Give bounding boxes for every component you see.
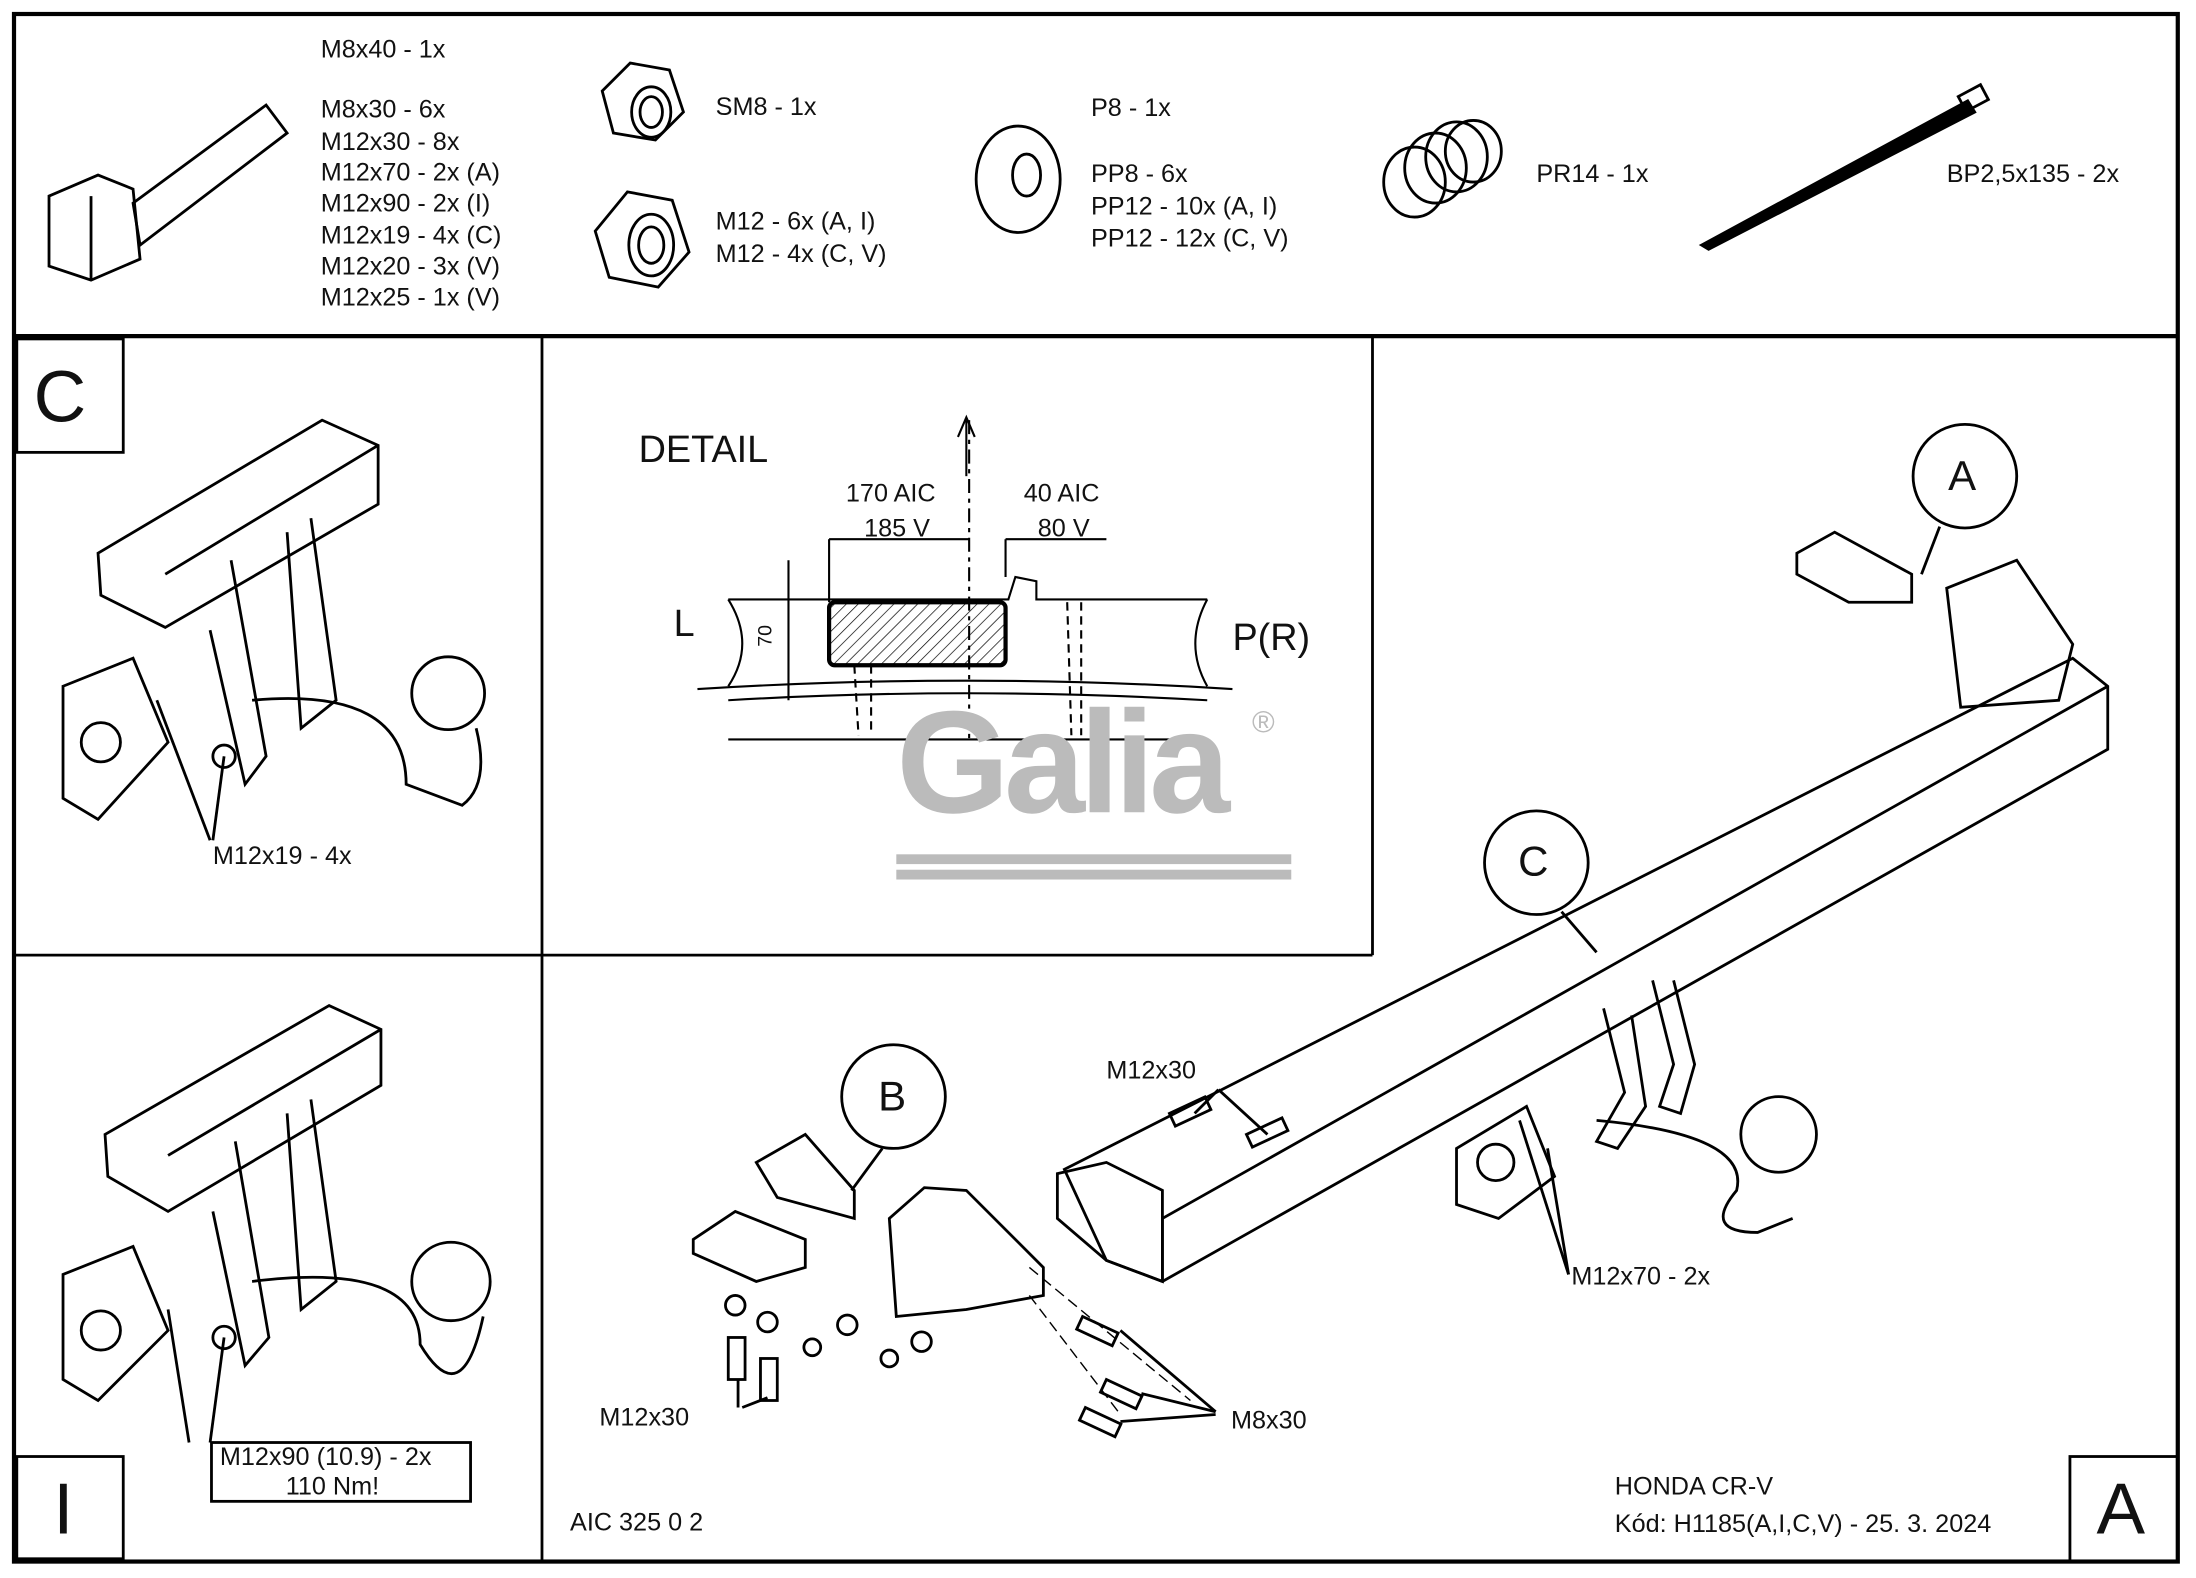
- view-letter-frame: [15, 337, 125, 454]
- galia-logo: [896, 854, 1292, 880]
- part-label: PP12 - 10x (A, I): [1090, 191, 1278, 220]
- side-label: P(R): [1232, 616, 1311, 659]
- part-label: SM8 - 1x: [715, 92, 817, 121]
- fastener-label: M12x30: [1106, 1055, 1197, 1084]
- towbar-assembly-i: [61, 1003, 492, 1403]
- cable-tie-icon: [1698, 82, 1991, 251]
- galia-logo-text: Galia: [896, 682, 1230, 845]
- part-label: PP12 - 12x (C, V): [1090, 224, 1289, 253]
- view-letter-frame: [2068, 1455, 2180, 1563]
- washer-icon: [974, 124, 1062, 234]
- dimension: 185 V: [864, 513, 930, 542]
- towbar-main-assembly: [691, 422, 2110, 1439]
- vehicle-name: HONDA CR-V: [1614, 1471, 1774, 1500]
- dimension: 80 V: [1037, 513, 1090, 542]
- part-label: M12x20 - 3x (V): [320, 252, 501, 281]
- nut-icon: [600, 61, 686, 142]
- bolt-icon: [47, 103, 290, 282]
- part-label: M8x40 - 1x: [320, 35, 446, 64]
- view-letter: I: [53, 1469, 74, 1551]
- dimension: 170 AIC: [845, 478, 936, 507]
- sheet-border: [11, 11, 2180, 1564]
- part-label: PR14 - 1x: [1536, 159, 1649, 188]
- part-label: M12 - 4x (C, V): [715, 239, 887, 268]
- type-letter: A: [2096, 1469, 2146, 1551]
- callout-box: [210, 1441, 472, 1503]
- callout-b: B: [878, 1074, 907, 1121]
- dimension: 70: [753, 624, 776, 647]
- part-label: M12x30 - 8x: [320, 127, 460, 156]
- view-letter: C: [33, 357, 87, 439]
- part-label: M12 - 6x (A, I): [715, 207, 876, 236]
- fastener-label: M12x70 - 2x: [1571, 1261, 1711, 1290]
- product-code: AIC 325 0 2: [570, 1508, 704, 1537]
- callout-c: C: [1518, 838, 1549, 886]
- callout-label: M12x19 - 4x: [212, 841, 352, 870]
- fastener-label: M8x30: [1231, 1406, 1307, 1435]
- callout-label: M12x90 (10.9) - 2x: [219, 1442, 432, 1471]
- part-label: PP8 - 6x: [1090, 159, 1188, 188]
- detail-section: [697, 414, 1233, 741]
- part-label: P8 - 1x: [1090, 93, 1171, 122]
- dimension: 40 AIC: [1023, 478, 1100, 507]
- part-label: BP2,5x135 - 2x: [1946, 159, 2120, 188]
- part-label: M12x70 - 2x (A): [320, 158, 501, 187]
- fastener-label: M12x30: [599, 1403, 690, 1432]
- detail-title: DETAIL: [638, 428, 769, 471]
- callout-a: A: [1948, 453, 1977, 500]
- registered-mark: ®: [1252, 704, 1275, 740]
- towbar-assembly-c: [61, 418, 486, 822]
- part-label: M12x19 - 4x (C): [320, 221, 502, 250]
- callout-label: 110 Nm!: [285, 1471, 380, 1500]
- nut-icon: [593, 190, 691, 289]
- spring-icon: [1382, 119, 1503, 219]
- side-label: L: [673, 602, 695, 645]
- drawing-code: Kód: H1185(A,I,C,V) - 25. 3. 2024: [1614, 1509, 1992, 1538]
- part-label: M8x30 - 6x: [320, 95, 446, 124]
- view-letter-frame: [15, 1455, 125, 1561]
- part-label: M12x25 - 1x (V): [320, 282, 501, 311]
- part-label: M12x90 - 2x (I): [320, 189, 491, 218]
